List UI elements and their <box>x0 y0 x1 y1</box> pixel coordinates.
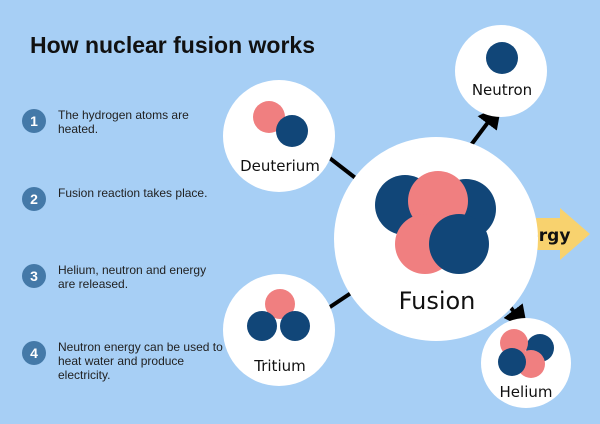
step-3: 3 Helium, neutron and energy are release… <box>22 263 222 324</box>
page-title: How nuclear fusion works <box>30 32 315 58</box>
proton-particle <box>253 101 285 133</box>
step-number-badge: 3 <box>22 264 46 288</box>
deuterium-label: Deuterium <box>240 157 320 175</box>
tritium-label: Tritium <box>253 357 305 375</box>
neutron-particle <box>276 115 308 147</box>
neutron-particle <box>247 311 277 341</box>
tritium-circle <box>223 274 335 386</box>
step-text: Neutron energy can be used to heat water… <box>58 340 223 382</box>
neutron-particle <box>429 214 489 274</box>
neutron-particle <box>486 42 518 74</box>
proton-particle <box>265 289 295 319</box>
step-text: The hydrogen atoms are heated. <box>58 108 189 136</box>
step-4: 4 Neutron energy can be used to heat wat… <box>22 340 223 401</box>
neutron-node: Neutron <box>455 25 547 117</box>
helium-node: Helium <box>481 318 571 408</box>
step-text: Fusion reaction takes place. <box>58 186 208 200</box>
step-1: 1 The hydrogen atoms are heated. <box>22 108 222 169</box>
fusion-label: Fusion <box>399 287 476 315</box>
neutron-particle <box>280 311 310 341</box>
step-text: Helium, neutron and energy are released. <box>58 263 207 291</box>
fusion-node: Fusion <box>334 137 538 341</box>
step-2: 2 Fusion reaction takes place. <box>22 186 222 247</box>
step-number-badge: 1 <box>22 109 46 133</box>
tritium-node: Tritium <box>223 274 335 386</box>
neutron-particle <box>498 348 526 376</box>
helium-label: Helium <box>500 383 553 401</box>
step-number-badge: 4 <box>22 341 46 365</box>
neutron-label: Neutron <box>472 81 532 99</box>
step-number-badge: 2 <box>22 187 46 211</box>
deuterium-node: Deuterium <box>223 80 335 192</box>
